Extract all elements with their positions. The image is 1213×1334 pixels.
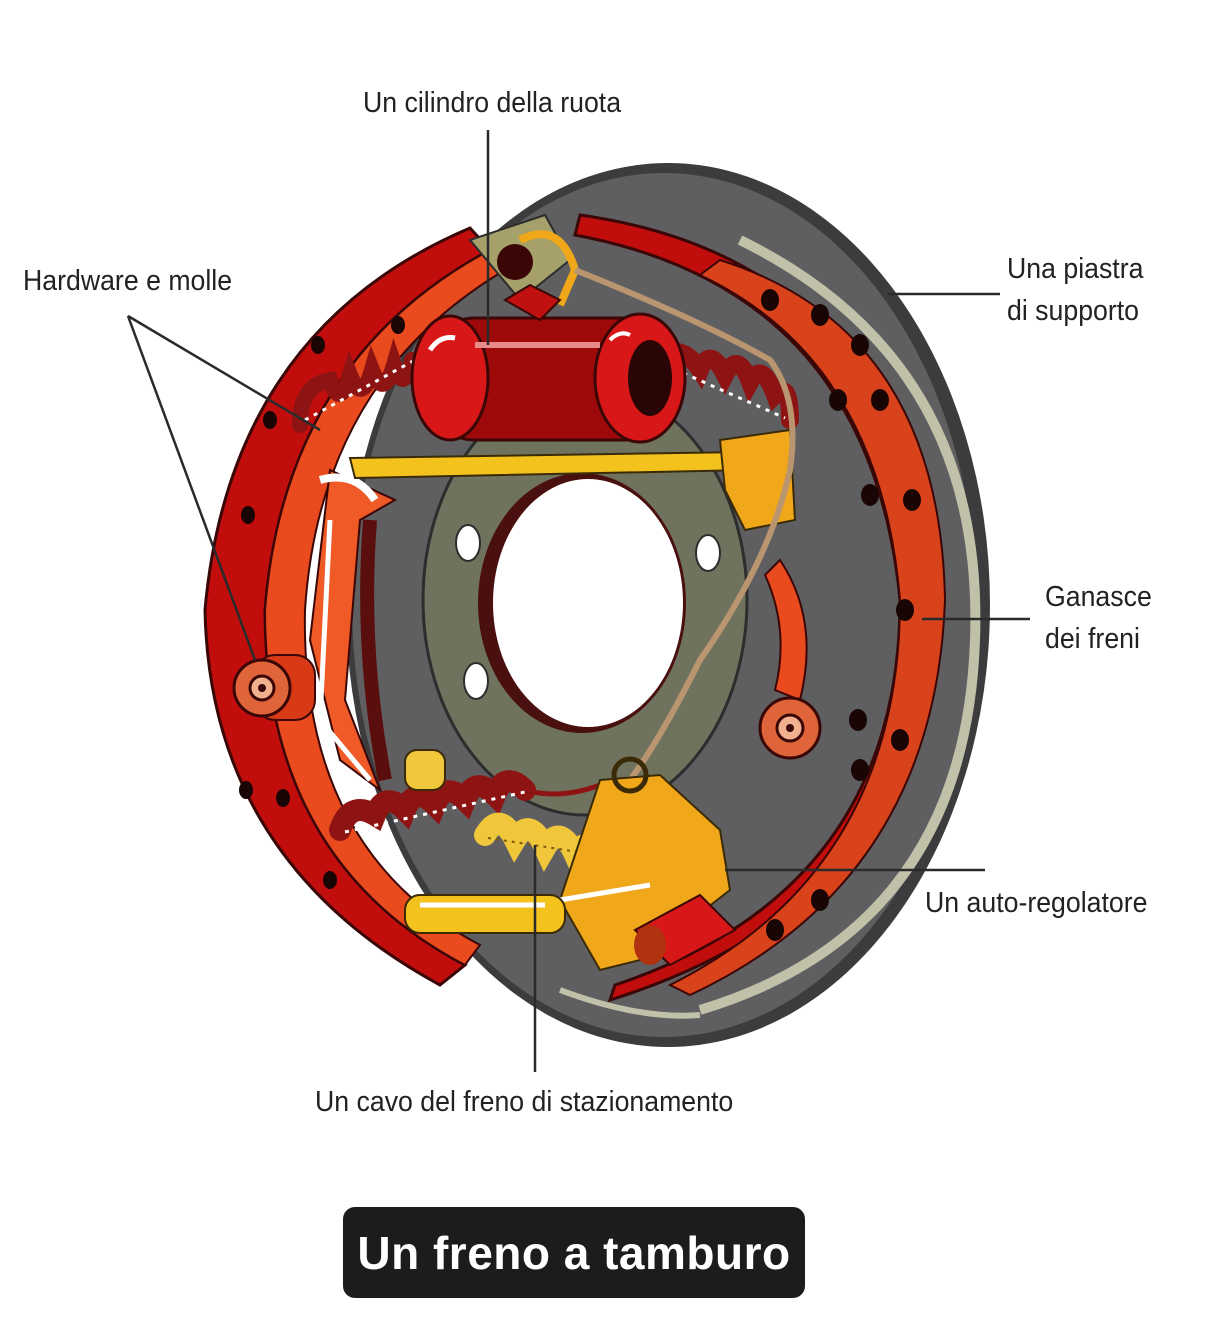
leader-hardware-b: [127, 314, 321, 432]
leader-lines: [126, 130, 1030, 1072]
label-brake-shoes: Ganasce dei freni: [1045, 576, 1152, 660]
label-backing-plate: Una piastra di supporto: [1007, 248, 1143, 332]
adjuster-strut: [348, 428, 797, 532]
right-brake-shoe: [573, 213, 947, 1003]
hub: [421, 383, 749, 817]
wheel-cylinder: [410, 283, 687, 444]
left-brake-shoe: [203, 226, 507, 987]
anchor-pin: [468, 213, 580, 307]
label-wheel-cylinder: Un cilindro della ruota: [363, 87, 622, 119]
label-parking-brake-cable: Un cavo del freno di stazionamento: [315, 1086, 734, 1118]
bottom-spring-red: [329, 770, 601, 841]
label-self-adjuster: Un auto-regolatore: [925, 887, 1148, 919]
label-brake-shoes-line1: Ganasce: [1045, 581, 1152, 613]
parking-brake-cable: [573, 267, 796, 782]
label-backing-plate-line1: Una piastra: [1007, 253, 1144, 285]
shoe-rivets: [761, 289, 921, 941]
hold-down-pin-left: [232, 654, 316, 721]
shoe-rivets: [239, 316, 405, 889]
leader-hardware-a: [126, 315, 257, 661]
label-hardware-springs: Hardware e molle: [23, 265, 233, 297]
diagram-title: Un freno a tamburo: [357, 1226, 791, 1279]
return-spring-left: [292, 337, 420, 433]
self-adjuster: [404, 749, 737, 972]
hold-down-pin-right: [758, 696, 822, 760]
label-backing-plate-line2: di supporto: [1007, 295, 1140, 327]
label-brake-shoes-line2: dei freni: [1045, 623, 1140, 655]
title-banner: Un freno a tamburo: [343, 1207, 805, 1298]
